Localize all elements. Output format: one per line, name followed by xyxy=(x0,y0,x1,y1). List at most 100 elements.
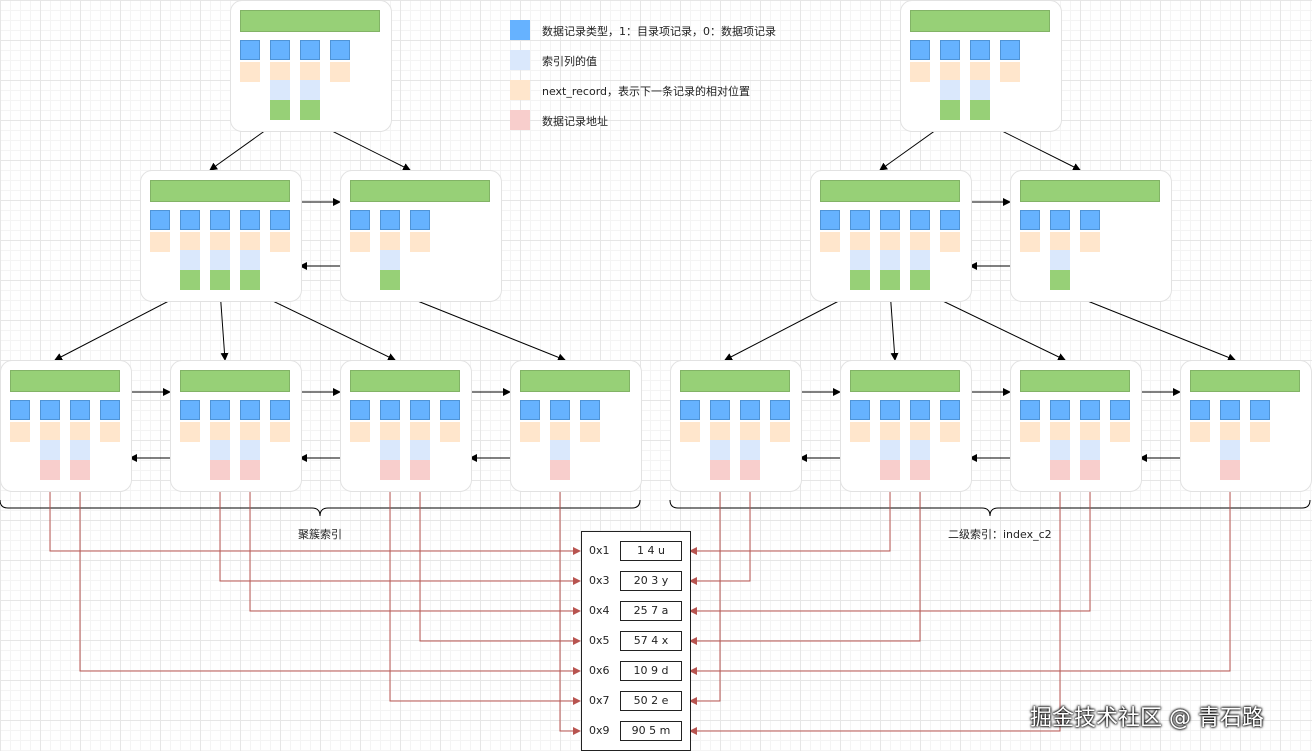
child-page-cell xyxy=(880,270,900,290)
next-record-cell xyxy=(410,422,430,442)
record-type-cell xyxy=(910,40,930,60)
next-record-cell xyxy=(910,232,930,252)
index-key-cell xyxy=(210,440,230,460)
next-record-cell xyxy=(820,232,840,252)
record-address-cell xyxy=(380,460,400,480)
record-type-cell xyxy=(1080,210,1100,230)
index-key-cell xyxy=(1220,440,1240,460)
index-key-cell xyxy=(550,440,570,460)
legend-type-label: 数据记录类型，1：目录项记录，0：数据项记录 xyxy=(542,25,776,38)
next-record-cell xyxy=(770,422,790,442)
next-record-cell xyxy=(520,422,540,442)
index-key-cell xyxy=(240,250,260,270)
address-pointer-line xyxy=(219,480,581,585)
index-key-cell xyxy=(910,440,930,460)
next-record-cell xyxy=(410,232,430,252)
index-key-cell xyxy=(710,440,730,460)
next-record-cell xyxy=(180,232,200,252)
index-key-cell xyxy=(270,80,290,100)
memory-record-value: 57 4 x xyxy=(620,631,682,651)
next-record-cell xyxy=(240,62,260,82)
record-type-cell xyxy=(940,400,960,420)
legend-key-swatch xyxy=(510,50,530,70)
next-record-cell xyxy=(40,422,60,442)
child-page-cell xyxy=(850,270,870,290)
page-title xyxy=(1020,180,1160,202)
next-record-cell xyxy=(1050,422,1070,442)
record-type-cell xyxy=(270,40,290,60)
next-record-cell xyxy=(910,422,930,442)
next-record-cell xyxy=(1110,422,1130,442)
record-address-cell xyxy=(710,460,730,480)
address-pointer-line xyxy=(79,480,581,675)
next-record-cell xyxy=(330,62,350,82)
index-key-cell xyxy=(1080,440,1100,460)
index-key-cell xyxy=(380,250,400,270)
next-record-cell xyxy=(940,422,960,442)
secondary-index-label: 二级索引：index_c2 xyxy=(948,528,1052,541)
index-key-cell xyxy=(740,440,760,460)
child-page-cell xyxy=(970,100,990,120)
record-type-cell xyxy=(1050,210,1070,230)
record-address-cell xyxy=(740,460,760,480)
record-type-cell xyxy=(910,210,930,230)
next-record-cell xyxy=(1080,422,1100,442)
index-key-cell xyxy=(850,250,870,270)
record-type-cell xyxy=(820,210,840,230)
next-record-cell xyxy=(940,232,960,252)
record-type-cell xyxy=(240,400,260,420)
record-type-cell xyxy=(710,400,730,420)
record-type-cell xyxy=(180,210,200,230)
record-type-cell xyxy=(410,400,430,420)
memory-address: 0x3 xyxy=(589,574,610,587)
clustered-index-label: 聚簇索引 xyxy=(298,528,342,541)
page-title xyxy=(10,370,120,392)
next-record-cell xyxy=(970,62,990,82)
next-record-cell xyxy=(270,62,290,82)
next-record-cell xyxy=(270,232,290,252)
address-pointer-line xyxy=(419,480,581,645)
record-type-cell xyxy=(410,210,430,230)
legend-next-label: next_record，表示下一条记录的相对位置 xyxy=(542,85,751,98)
legend-key-label: 索引列的值 xyxy=(542,55,597,68)
next-record-cell xyxy=(880,422,900,442)
page-title xyxy=(820,180,960,202)
next-record-cell xyxy=(910,62,930,82)
memory-address: 0x5 xyxy=(589,634,610,647)
index-key-cell xyxy=(70,440,90,460)
next-record-cell xyxy=(740,422,760,442)
address-pointer-line xyxy=(689,480,1231,675)
record-type-cell xyxy=(210,210,230,230)
record-type-cell xyxy=(1110,400,1130,420)
child-page-cell xyxy=(270,100,290,120)
next-record-cell xyxy=(680,422,700,442)
record-type-cell xyxy=(10,400,30,420)
next-record-cell xyxy=(240,422,260,442)
record-type-cell xyxy=(970,40,990,60)
record-type-cell xyxy=(240,40,260,60)
legend-type-swatch xyxy=(510,20,530,40)
next-record-cell xyxy=(270,422,290,442)
record-type-cell xyxy=(40,400,60,420)
next-record-cell xyxy=(880,232,900,252)
address-pointer-line xyxy=(689,480,1061,735)
record-type-cell xyxy=(270,400,290,420)
next-record-cell xyxy=(1250,422,1270,442)
record-type-cell xyxy=(850,210,870,230)
record-type-cell xyxy=(1080,400,1100,420)
page-title xyxy=(1020,370,1130,392)
next-record-cell xyxy=(1000,62,1020,82)
index-key-cell xyxy=(180,250,200,270)
next-record-cell xyxy=(210,232,230,252)
memory-record-value: 50 2 e xyxy=(620,691,682,711)
record-address-cell xyxy=(910,460,930,480)
index-key-cell xyxy=(970,80,990,100)
memory-record-value: 20 3 y xyxy=(620,571,682,591)
record-type-cell xyxy=(150,210,170,230)
next-record-cell xyxy=(440,422,460,442)
record-type-cell xyxy=(1220,400,1240,420)
next-record-cell xyxy=(100,422,120,442)
next-record-cell xyxy=(380,232,400,252)
record-type-cell xyxy=(270,210,290,230)
